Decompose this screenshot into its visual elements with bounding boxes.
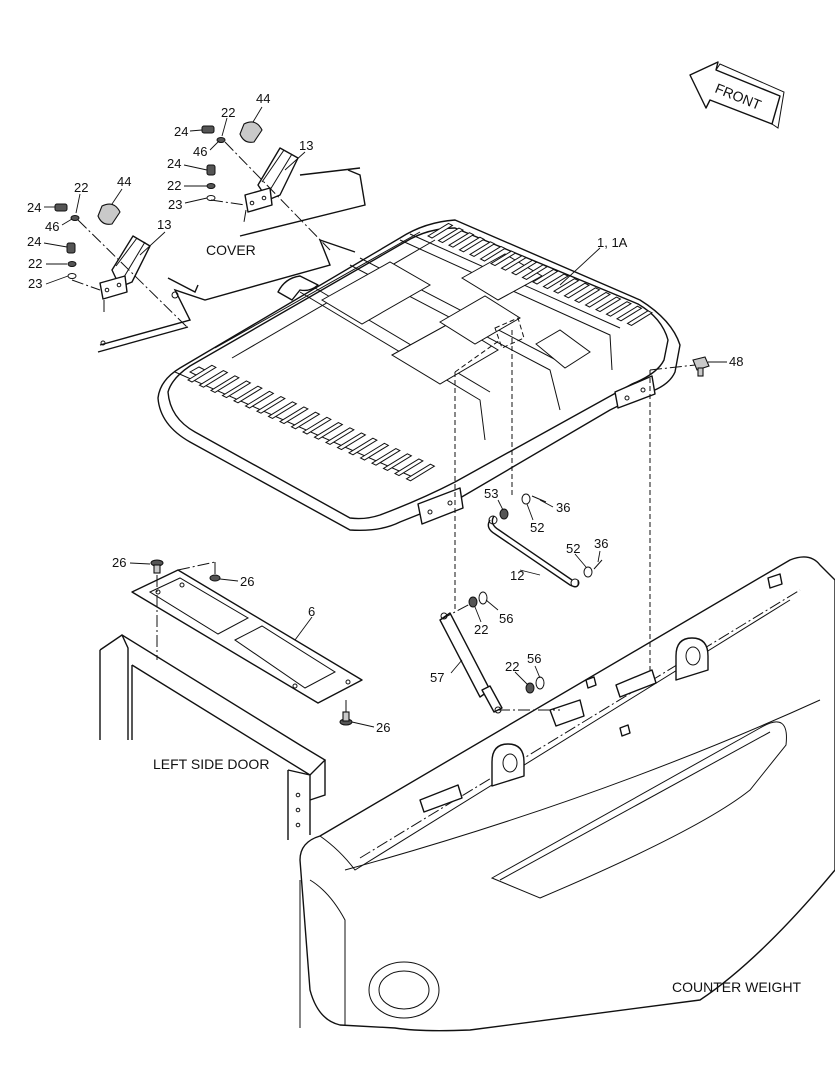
- louver-slot: [198, 369, 229, 388]
- louver-slot: [521, 264, 548, 280]
- cover-frame: COVER: [97, 167, 366, 353]
- louver-slot: [605, 301, 632, 317]
- louver-slot: [255, 395, 286, 414]
- louver-slot: [552, 278, 580, 294]
- callout-nut-1: 56: [499, 611, 513, 626]
- counter-weight: COUNTER WEIGHT: [299, 556, 835, 1032]
- bolt-48: [692, 356, 710, 377]
- callout-pin-2: 36: [594, 536, 608, 551]
- callout-washer-l2: 22: [28, 256, 42, 271]
- callout-bolt-r1: 24: [174, 124, 188, 139]
- callout-labels: 1, 1A 13 13 44 44 22 24 46 24 22 23 22 2…: [27, 91, 743, 735]
- louver-slot: [209, 375, 240, 393]
- callout-washer-53: 53: [484, 486, 498, 501]
- louver-slot: [301, 416, 332, 435]
- louver-slot: [267, 401, 298, 419]
- left-side-door-frame: LEFT SIDE DOOR: [99, 634, 327, 840]
- louver-slot: [370, 447, 401, 466]
- callout-bolt-l2: 24: [27, 234, 41, 249]
- callout-bushing-2: 52: [566, 541, 580, 556]
- latch-left: [99, 235, 151, 312]
- callout-washer-r1: 22: [221, 105, 235, 120]
- louver-slot: [468, 241, 496, 257]
- louver-slot: [232, 385, 263, 404]
- leaders: [43, 106, 727, 728]
- screws-26: [150, 559, 353, 726]
- louver-slot: [626, 310, 653, 326]
- callout-screw-3: 26: [376, 720, 390, 735]
- louver-slot: [221, 380, 252, 399]
- louver-slot: [186, 364, 217, 383]
- louver-slot: [573, 287, 601, 303]
- louver-slot: [500, 255, 527, 271]
- callout-washer-s2: 22: [505, 659, 519, 674]
- louver-slots-near: [186, 364, 436, 482]
- hinge-right: [614, 375, 656, 409]
- hinge-left: [417, 487, 464, 525]
- callout-oring-l: 46: [45, 219, 59, 234]
- louver-slot: [382, 453, 413, 471]
- louver-slot: [447, 232, 475, 248]
- louver-slot: [584, 291, 611, 308]
- latch-right: [243, 147, 299, 223]
- callout-screw-1: 26: [112, 555, 126, 570]
- counter-weight-caption: COUNTER WEIGHT: [672, 979, 802, 995]
- callout-knob-right: 44: [256, 91, 270, 106]
- callout-washer-r2: 22: [167, 178, 181, 193]
- hardware-right-latch: [201, 121, 263, 201]
- louver-slot: [489, 250, 517, 267]
- louver-slot: [510, 259, 538, 276]
- louver-slot: [563, 282, 590, 299]
- callout-bolt-l1: 24: [27, 200, 41, 215]
- louver-slots-far: [426, 222, 653, 326]
- front-arrow: FRONT: [689, 61, 785, 129]
- louver-slot: [426, 222, 454, 239]
- cover-plate: [131, 569, 363, 704]
- callout-bolt-r2: 24: [167, 156, 181, 171]
- louver-slot: [313, 421, 344, 440]
- callout-lockwasher-l: 23: [28, 276, 42, 291]
- callout-screw-2: 26: [240, 574, 254, 589]
- louver-slot: [437, 227, 464, 244]
- callout-hood: 1, 1A: [597, 235, 628, 250]
- callout-latch-right: 13: [299, 138, 313, 153]
- cover-caption: COVER: [206, 242, 256, 258]
- callout-knob-left: 44: [117, 174, 131, 189]
- louver-slot: [290, 411, 321, 430]
- louver-slot: [542, 273, 569, 290]
- callout-damper: 57: [430, 670, 444, 685]
- callout-pin-1: 36: [556, 500, 570, 515]
- callout-oring-r: 46: [193, 144, 207, 159]
- hood-assembly: [157, 219, 681, 532]
- assembly-lines: [71, 141, 696, 712]
- louver-slot: [347, 437, 378, 456]
- callout-lockwasher-r: 23: [168, 197, 182, 212]
- callout-bolt-48: 48: [729, 354, 743, 369]
- callout-nut-2: 56: [527, 651, 541, 666]
- louver-slot: [393, 458, 424, 477]
- louver-slot: [479, 245, 506, 262]
- hardware-left-latch: [54, 203, 121, 279]
- louver-slot: [359, 442, 390, 461]
- louver-slot: [336, 432, 367, 451]
- louver-slot: [324, 427, 355, 445]
- callout-bushing-1: 52: [530, 520, 544, 535]
- callout-washer-s1: 22: [474, 622, 488, 637]
- louver-slot: [278, 406, 309, 425]
- callout-latch-left: 13: [157, 217, 171, 232]
- support-rod: [487, 493, 603, 588]
- louver-slot: [594, 296, 622, 313]
- callout-plate: 6: [308, 604, 315, 619]
- gas-damper: [439, 591, 545, 714]
- louver-slot: [615, 305, 643, 322]
- callout-rod: 12: [510, 568, 524, 583]
- louver-slot: [458, 236, 485, 253]
- louver-slot: [531, 268, 559, 285]
- louver-slot: [244, 390, 275, 409]
- left-side-door-caption: LEFT SIDE DOOR: [153, 756, 269, 772]
- callout-washer-l1: 22: [74, 180, 88, 195]
- louver-slot: [405, 463, 436, 482]
